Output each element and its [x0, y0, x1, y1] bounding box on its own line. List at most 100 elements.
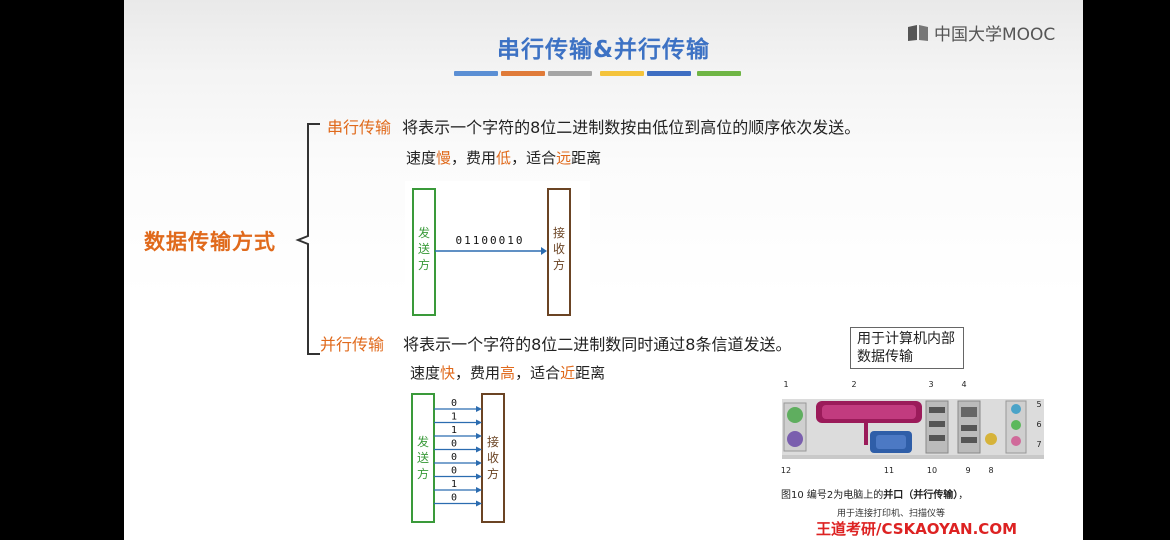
serial-diagram: 发 送 方 01100010 接 收 方: [405, 181, 590, 318]
usb-port: [961, 437, 977, 443]
parallel-channel-arrowhead: [476, 419, 482, 426]
serial-arrowhead: [541, 247, 547, 255]
accent-bar: [697, 71, 741, 76]
serial-row: 串行传输 将表示一个字符的8位二进制数按由低位到高位的顺序依次发送。: [327, 114, 860, 138]
accent-bar: [454, 71, 498, 76]
receiver-label-1: 接: [553, 225, 565, 240]
main-label: 数据传输方式: [144, 230, 276, 254]
parallel-port: [822, 405, 916, 419]
audio-jack-green: [1011, 420, 1021, 430]
parallel-bit-label: 0: [451, 466, 457, 477]
serial-props: 速度慢，费用低，适合远距离: [406, 147, 601, 168]
serial-desc: 将表示一个字符的8位二进制数按由低位到高位的顺序依次发送。: [402, 118, 861, 137]
parallel-props: 速度快，费用高，适合近距离: [410, 362, 605, 383]
receiver-box: [547, 188, 571, 316]
sender-label-2: 送: [417, 450, 429, 465]
port-number: 7: [1036, 440, 1041, 449]
parallel-bit-label: 1: [451, 425, 457, 436]
port-number: 11: [884, 466, 894, 475]
prop-highlight: 远: [556, 149, 572, 167]
prop-text: 距离: [575, 364, 606, 382]
book-icon: [908, 24, 928, 41]
port-figure-caption: 图10 编号2为电脑上的并口（并行传输），: [781, 486, 968, 501]
prop-text: ，适合: [511, 149, 557, 167]
usb-port: [929, 407, 945, 413]
panel-bottom: [782, 455, 1044, 459]
slide-title: 串行传输&并行传输: [496, 37, 711, 63]
receiver-label-3: 方: [553, 257, 565, 272]
sender-label-3: 方: [417, 466, 429, 481]
prop-highlight: 低: [496, 149, 512, 167]
parallel-diagram: 发 送 方 接 收 方 01100010: [411, 393, 505, 523]
prop-text: ，适合: [515, 364, 561, 382]
audio-jack-pink: [1011, 436, 1021, 446]
caption-text: 图10 编号2为电脑上的: [781, 490, 884, 501]
port-number: 9: [965, 466, 970, 475]
brace: [295, 123, 320, 355]
parallel-desc: 将表示一个字符的8位二进制数同时通过8条信道发送。: [403, 335, 792, 354]
audio-jack-blue: [1011, 404, 1021, 414]
sender-label-3: 方: [418, 257, 430, 272]
port-figure-subcaption: 用于连接打印机、扫描仪等: [837, 509, 946, 519]
receiver-label-2: 收: [553, 242, 565, 256]
parallel-channel-arrowhead: [476, 406, 482, 412]
port-number: 12: [781, 466, 791, 475]
port-number: 1: [783, 380, 788, 389]
audio-jack-yellow: [985, 433, 997, 445]
parallel-channel-arrowhead: [476, 500, 482, 507]
sender-box: [412, 188, 436, 316]
sender-label-2: 送: [418, 241, 430, 256]
parallel-bit-label: 0: [451, 493, 457, 504]
parallel-row: 并行传输 将表示一个字符的8位二进制数同时通过8条信道发送。: [320, 331, 791, 355]
usb-port: [929, 421, 945, 427]
sender-box: [411, 393, 435, 523]
prop-highlight: 快: [440, 364, 456, 382]
parallel-bit-label: 1: [451, 412, 457, 423]
receiver-label-2: 收: [487, 451, 499, 465]
usb-port: [961, 425, 977, 431]
parallel-channel-arrowhead: [476, 460, 482, 466]
parallel-channel-arrowhead: [476, 473, 482, 480]
parallel-channel-arrowhead: [476, 433, 482, 439]
parallel-channel-arrowhead: [476, 446, 482, 453]
parallel-port-pointer: [864, 423, 868, 445]
prop-highlight: 近: [560, 364, 576, 382]
prop-highlight: 高: [500, 364, 516, 382]
port-number: 2: [851, 380, 856, 389]
parallel-channels: 0 1 1 0 0 0 1 0: [434, 398, 482, 507]
prop-text: 速度: [410, 364, 441, 382]
prop-text: 速度: [406, 149, 437, 167]
prop-text: ，费用: [451, 149, 497, 167]
prop-highlight: 慢: [436, 149, 452, 167]
port-number: 6: [1036, 420, 1041, 429]
prop-text: 距离: [571, 149, 602, 167]
parallel-bit-label: 0: [451, 398, 457, 409]
parallel-bit-label: 0: [451, 439, 457, 450]
accent-bar: [548, 71, 592, 76]
parallel-bit-label: 0: [451, 452, 457, 463]
port-number: 10: [927, 466, 937, 475]
receiver-label-1: 接: [487, 434, 499, 449]
ps2-mouse-port: [787, 407, 803, 423]
caption-text: ，: [958, 490, 969, 501]
slide: 串行传输&并行传输 中国大学MOOC 数据传输方式 串行传输 将表示一个字符的8…: [124, 0, 1083, 540]
parallel-bit-label: 1: [451, 479, 457, 490]
port-number: 4: [961, 380, 966, 389]
parallel-label: 并行传输: [320, 335, 385, 354]
caption-box: 用于计算机内部数据传输: [850, 327, 964, 369]
accent-bar: [501, 71, 545, 76]
port-number: 5: [1036, 400, 1041, 409]
sender-label-1: 发: [418, 225, 430, 240]
serial-label: 串行传输: [327, 118, 392, 137]
receiver-box: [481, 393, 505, 523]
ps2-keyboard-port: [787, 431, 803, 447]
prop-text: ，费用: [455, 364, 501, 382]
parallel-channel-arrowhead: [476, 487, 482, 493]
vga-port-inner: [876, 435, 906, 449]
sender-label-1: 发: [417, 434, 429, 449]
caption-bold: 并口（并行传输）: [883, 490, 959, 501]
serial-bits: 01100010: [456, 234, 525, 247]
accent-bar: [600, 71, 644, 76]
